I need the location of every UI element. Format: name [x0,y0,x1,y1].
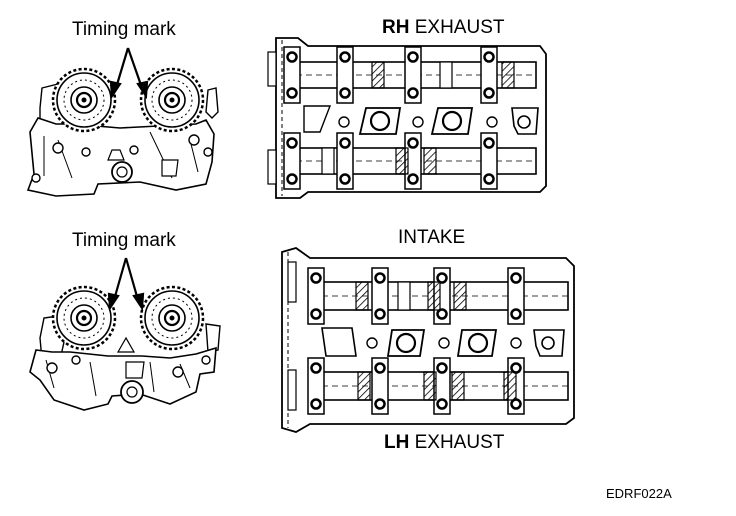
lh-exhaust-label-bold: LH [384,432,410,453]
rh-head-front-view [26,67,219,197]
intake-label: INTAKE [398,227,466,248]
rh-exhaust-label: RH EXHAUST [382,18,504,37]
figure-code: EDRF022A [606,486,672,501]
rh-exhaust-label-bold: RH [382,17,410,38]
lh-head-front-view [29,285,221,411]
rh-exhaust-label-rest: EXHAUST [409,17,505,38]
lh-cylinder-head-top-view [281,247,575,433]
rh-cylinder-head-top-view [267,37,547,199]
lh-exhaust-label-rest: EXHAUST [409,432,505,453]
timing-mark-arrows-lower [107,257,145,312]
timing-mark-arrows-upper [109,47,149,100]
lh-exhaust-label: LH EXHAUST [384,433,504,452]
timing-mark-label-upper: Timing mark [72,19,176,40]
timing-mark-label-lower: Timing mark [72,230,176,251]
